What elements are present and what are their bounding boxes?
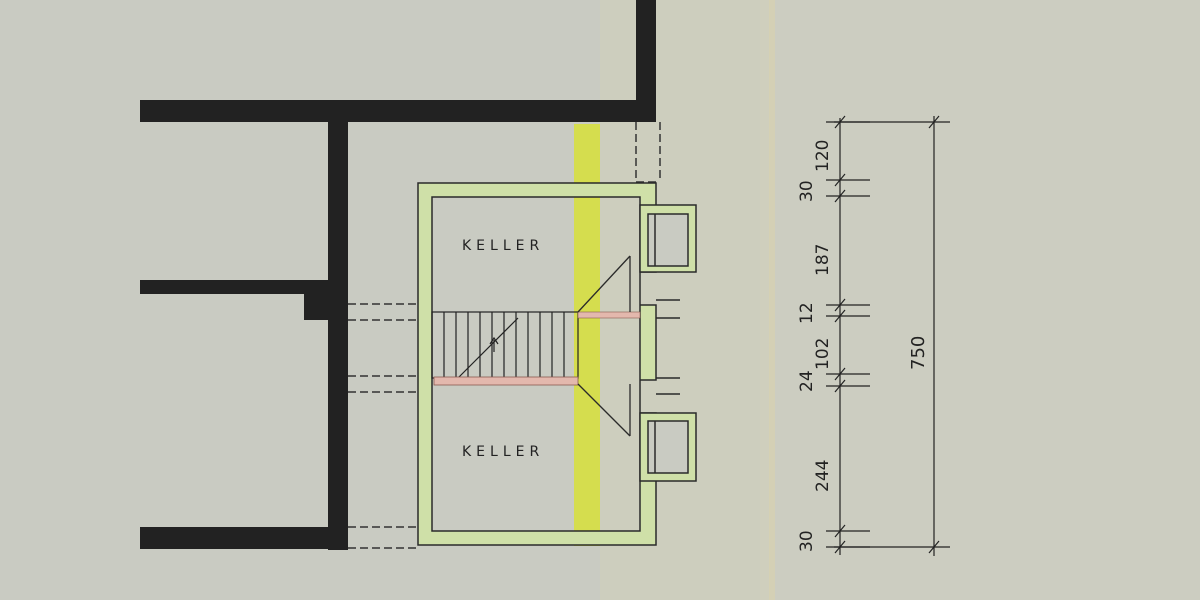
stair-landing [433,376,579,386]
room-label-upper: KELLER [462,238,544,254]
dim-244: 244 [813,460,833,492]
stair-top-edge [577,311,641,319]
dim-30-bottom: 30 [797,530,817,552]
dim-102: 102 [813,338,833,370]
dim-12: 12 [797,302,817,324]
dim-187: 187 [813,244,833,276]
room-label-lower: KELLER [462,444,544,460]
staircase [431,311,579,379]
dim-120: 120 [813,140,833,172]
dim-30-top: 30 [797,180,817,202]
existing-walls [140,0,656,550]
light-wells [639,204,697,482]
dim-total-750: 750 [908,336,929,370]
dimension-chain [826,115,950,556]
dim-24: 24 [797,370,817,392]
dashed-lines [348,122,661,549]
window-swings [577,255,631,437]
